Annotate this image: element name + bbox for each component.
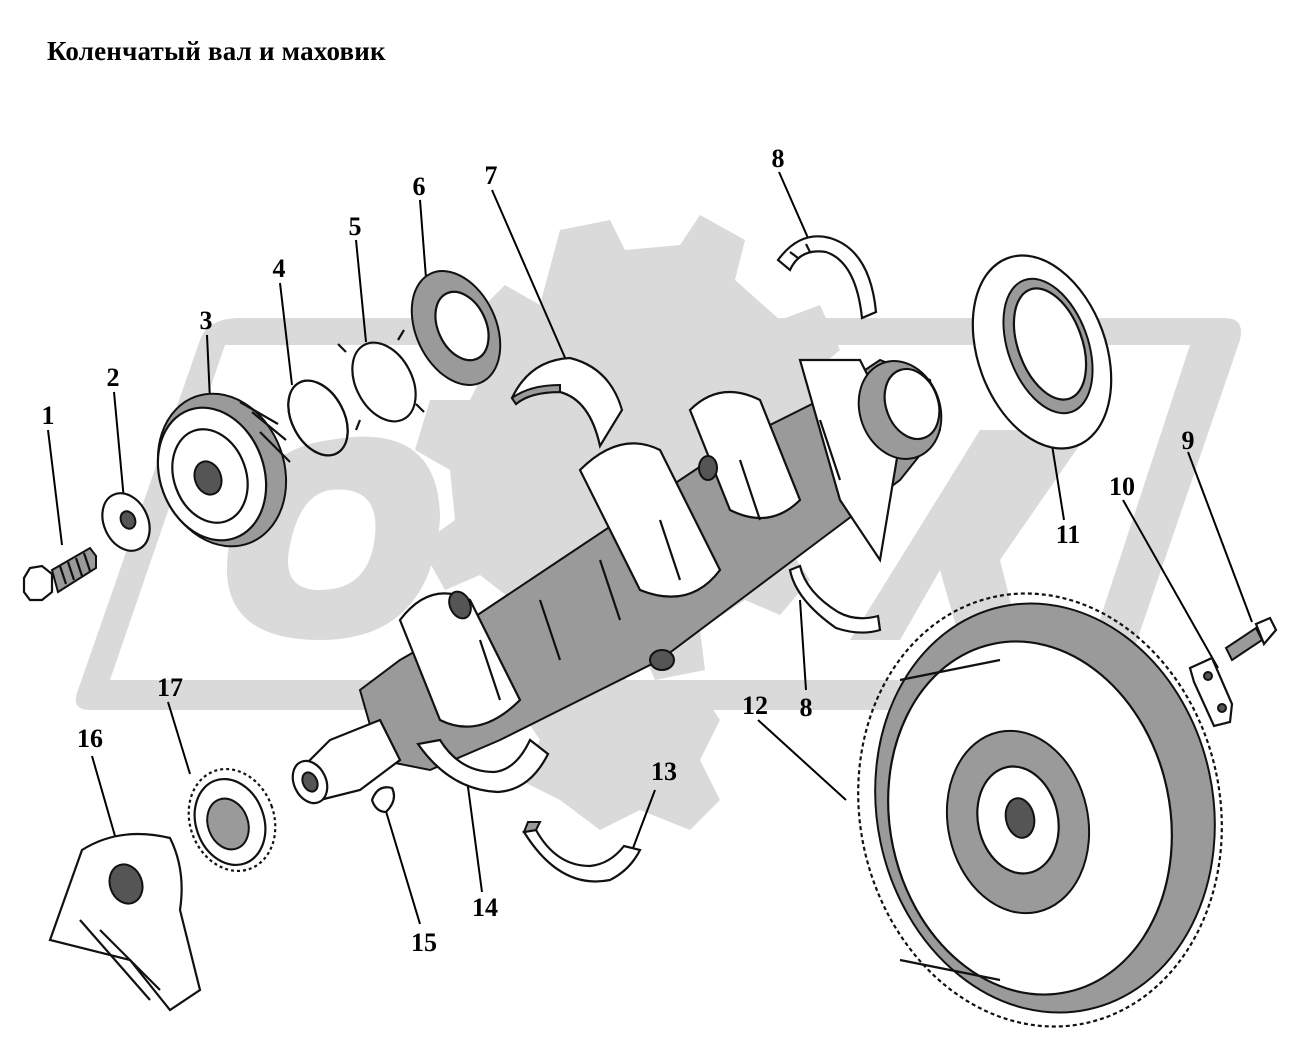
part-flywheel bbox=[857, 592, 1223, 1028]
callout-8-lower: 8 bbox=[799, 693, 813, 722]
part-thrust-washer-lower bbox=[788, 564, 882, 634]
part-bearing-shell-upper bbox=[510, 356, 624, 449]
callout-17: 17 bbox=[157, 673, 183, 702]
part-pulley bbox=[156, 392, 291, 548]
callout-12: 12 bbox=[742, 691, 768, 720]
callout-8-upper: 8 bbox=[771, 144, 785, 173]
watermark-letter-k bbox=[850, 430, 1090, 640]
callout-9: 9 bbox=[1181, 426, 1195, 455]
callout-14: 14 bbox=[472, 893, 498, 922]
part-lock-washer bbox=[337, 329, 425, 431]
part-ring bbox=[287, 379, 349, 457]
part-timing-gear bbox=[187, 767, 277, 873]
callout-6: 6 bbox=[412, 172, 426, 201]
leader-lines bbox=[47, 171, 1253, 925]
callout-3: 3 bbox=[199, 306, 213, 335]
part-washer bbox=[101, 492, 151, 552]
callout-5: 5 bbox=[348, 212, 362, 241]
part-flywheel-bolt bbox=[1224, 616, 1278, 662]
part-connecting-rod-shell bbox=[416, 738, 550, 794]
callout-2: 2 bbox=[106, 363, 120, 392]
part-ratchet bbox=[48, 832, 202, 1012]
part-bearing-shell-lower bbox=[522, 821, 642, 883]
callout-16: 16 bbox=[77, 724, 103, 753]
callout-7: 7 bbox=[484, 161, 498, 190]
callout-15: 15 bbox=[411, 928, 437, 957]
callout-1: 1 bbox=[41, 401, 55, 430]
part-oil-deflector bbox=[410, 270, 502, 386]
part-thrust-washer-upper bbox=[776, 235, 878, 320]
page-title: Коленчатый вал и маховик bbox=[47, 36, 386, 66]
part-key bbox=[370, 786, 396, 814]
part-seal-plate bbox=[971, 254, 1113, 450]
part-bolt bbox=[22, 546, 97, 602]
callout-11: 11 bbox=[1055, 520, 1081, 549]
callout-10: 10 bbox=[1109, 472, 1135, 501]
part-crankshaft bbox=[291, 358, 943, 805]
callout-13: 13 bbox=[651, 757, 677, 786]
part-lock-plate bbox=[1188, 656, 1234, 728]
callout-4: 4 bbox=[272, 254, 286, 283]
